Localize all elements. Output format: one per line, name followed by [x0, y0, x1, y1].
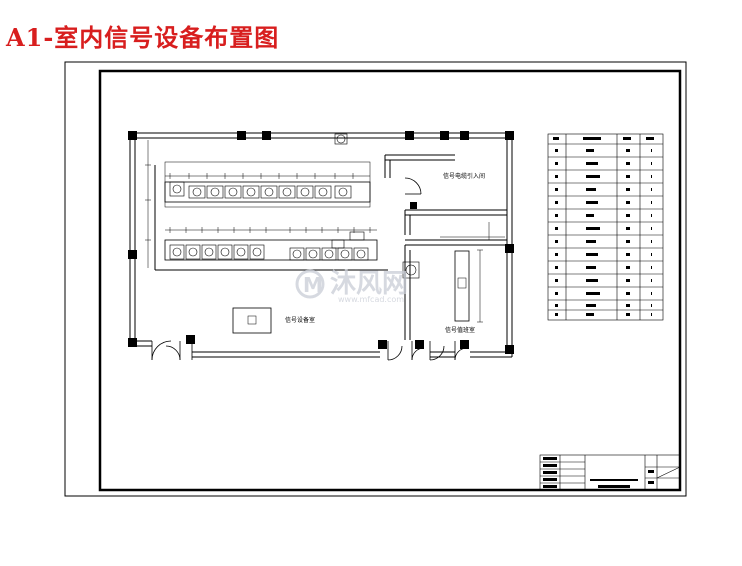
equipment-room-label: 信号设备室: [285, 316, 315, 324]
rack-row-bottom-cabinets: [169, 244, 369, 261]
rack-row-top-cabinets: [169, 181, 352, 199]
watermark-logo-letter: M: [303, 273, 323, 297]
wall-equipment: [331, 133, 420, 279]
rack-row-bottom: [164, 239, 378, 261]
equipment-list-table: [547, 133, 664, 321]
cable-room-cabinet: [454, 250, 470, 322]
equipment-list-marks: [553, 137, 654, 316]
dimension-line-top: [165, 173, 370, 179]
office-room-label: 信号值班室: [445, 326, 475, 334]
page-title: A1-室内信号设备布置图: [6, 23, 280, 52]
dimension-lines-right: [440, 222, 505, 323]
drawing-frame: [98, 69, 682, 492]
structural-columns: [128, 131, 514, 354]
title-block-marks: [543, 457, 654, 488]
sheet-border: [64, 61, 687, 497]
dimension-line-middle: [165, 227, 377, 233]
watermark: M 沐风网 www.mfcad.com: [295, 269, 408, 304]
cable-entry-room-label: 信号电缆引入间: [443, 172, 485, 180]
doors: [151, 177, 468, 361]
title-block: [539, 454, 681, 491]
watermark-url: www.mfcad.com: [338, 295, 404, 304]
dimension-lines-left: [145, 140, 151, 268]
watermark-brand: 沐风网: [330, 269, 408, 299]
console-desk: [232, 307, 272, 334]
